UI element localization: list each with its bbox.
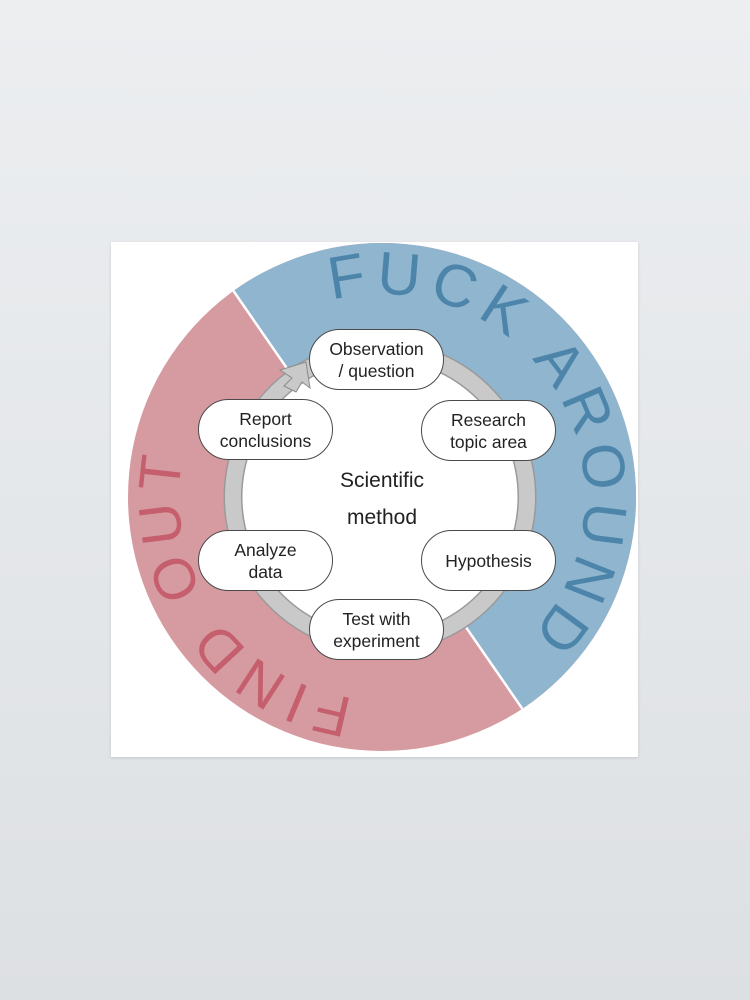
node-label: data [248, 561, 283, 582]
node-label: experiment [333, 630, 420, 651]
node-label: Analyze [234, 539, 297, 560]
node-label: Hypothesis [445, 550, 532, 571]
node-label: conclusions [219, 430, 312, 451]
node-label: Observation [329, 338, 424, 359]
node-label: Report [239, 408, 292, 429]
node-report: Report conclusions [198, 399, 333, 460]
node-label: Test with [342, 608, 411, 629]
center-title: Scientific method [300, 462, 464, 536]
center-title-line: Scientific [339, 469, 425, 492]
center-title-line: method [346, 506, 418, 529]
node-label: / question [338, 360, 415, 381]
node-test: Test with experiment [309, 599, 444, 660]
node-research: Research topic area [421, 400, 556, 461]
node-label: topic area [450, 431, 527, 452]
node-hypothesis: Hypothesis [421, 530, 556, 591]
node-analyze: Analyze data [198, 530, 333, 591]
node-label: Research [451, 409, 526, 430]
cycle-arrowhead-icon [278, 361, 311, 393]
node-observation: Observation / question [309, 329, 444, 390]
